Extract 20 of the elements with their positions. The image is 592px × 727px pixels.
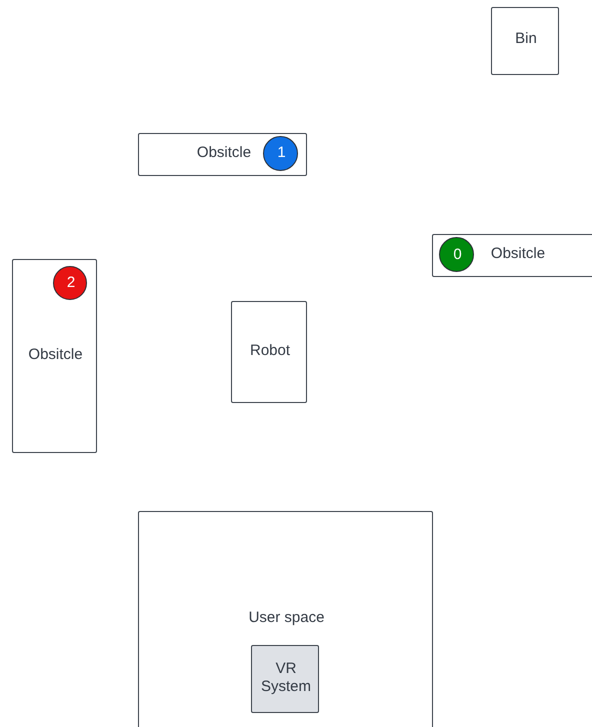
- area-box: [231, 301, 307, 403]
- number-badge: [53, 266, 87, 300]
- node-label: Bin: [514, 30, 538, 48]
- area-box: [138, 511, 433, 727]
- system-box: [251, 645, 319, 713]
- node-label: Robot: [248, 342, 292, 360]
- area-box: [491, 7, 559, 75]
- node-label: Obsitcle: [27, 346, 84, 364]
- badge-number: 0: [452, 246, 463, 264]
- number-badge: [263, 136, 298, 171]
- badge-number: 1: [276, 144, 287, 162]
- number-badge: [439, 237, 474, 272]
- node-label: Obsitcle: [196, 144, 252, 162]
- area-box: [12, 259, 97, 453]
- node-label: Obsitcle: [490, 245, 546, 263]
- node-label: User space: [248, 609, 326, 627]
- area-box: [138, 133, 307, 176]
- area-box: [432, 234, 592, 277]
- badge-number: 2: [66, 274, 76, 292]
- node-label: VR System: [260, 660, 312, 696]
